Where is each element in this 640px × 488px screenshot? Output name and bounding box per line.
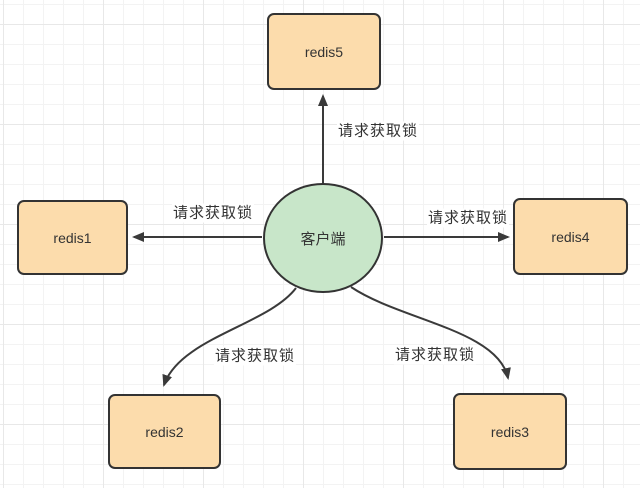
node-label-redis3: redis3 xyxy=(490,423,530,440)
node-redis4[interactable]: redis4 xyxy=(513,198,628,275)
node-label-redis2: redis2 xyxy=(145,423,184,440)
arrow-client-to-redis3 xyxy=(350,286,511,380)
node-label-redis5: redis5 xyxy=(304,43,344,60)
node-label-redis4: redis4 xyxy=(551,228,590,245)
node-client[interactable]: 客户端 xyxy=(263,183,383,293)
edge-label-redis1: 请求获取锁 xyxy=(171,203,255,223)
edge-label-redis4: 请求获取锁 xyxy=(426,208,510,228)
node-label-client: 客户端 xyxy=(300,230,346,248)
node-label-redis1: redis1 xyxy=(53,229,92,246)
edge-label-redis3: 请求获取锁 xyxy=(393,345,477,365)
edge-label-redis2: 请求获取锁 xyxy=(213,346,297,366)
node-redis5[interactable]: redis5 xyxy=(267,13,381,90)
node-redis2[interactable]: redis2 xyxy=(108,394,221,469)
node-redis1[interactable]: redis1 xyxy=(17,200,128,275)
node-redis3[interactable]: redis3 xyxy=(453,393,567,470)
edge-label-redis5: 请求获取锁 xyxy=(336,121,420,141)
arrow-client-to-redis2 xyxy=(162,287,297,387)
